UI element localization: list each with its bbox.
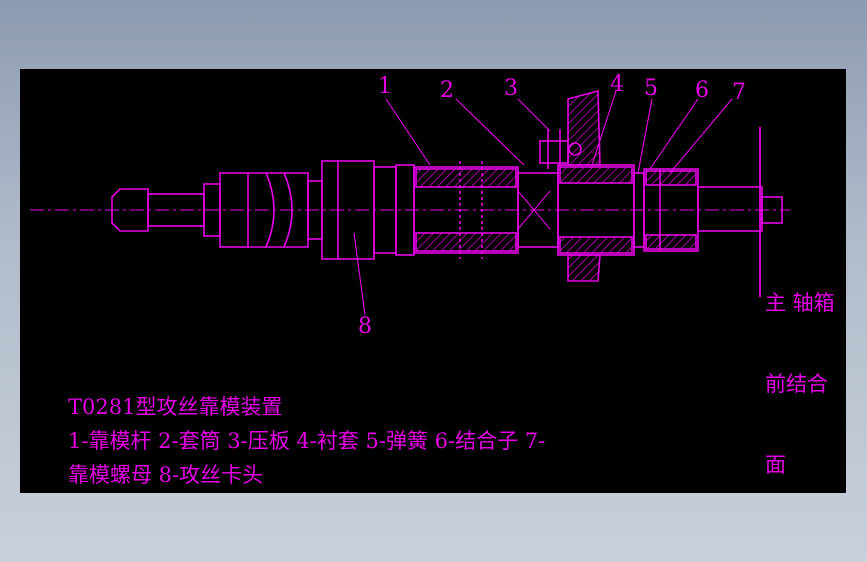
tapping-device-drawing: 1 2 3 4 5 6 7 8 [30, 72, 790, 339]
callout-6: 6 [695, 78, 709, 103]
legend-line-1: 1-靠模杆 2-套筒 3-压板 4-衬套 5-弹簧 6-结合子 7- [68, 429, 546, 453]
drawing-canvas: 1 2 3 4 5 6 7 8 主 轴箱 前结合 面 T0281型攻丝靠模装置 … [20, 69, 846, 493]
spindle-box-label-line1: 主 轴箱 [765, 291, 835, 315]
spindle-box-label: 主 轴箱 前结合 面 [765, 236, 835, 533]
clamp-plate [539, 89, 601, 282]
legend-line-2: 靠模螺母 8-攻丝卡头 [68, 463, 264, 487]
callout-7: 7 [732, 80, 746, 105]
drawing-title: T0281型攻丝靠模装置 [68, 395, 283, 419]
callout-8: 8 [358, 314, 372, 339]
callout-1: 1 [378, 74, 392, 99]
sleeve-body [373, 161, 635, 259]
callout-2: 2 [440, 78, 454, 103]
rear-assembly [633, 168, 783, 252]
tapping-chuck [111, 160, 375, 260]
callout-4: 4 [610, 72, 624, 97]
leader-lines [353, 90, 733, 316]
callout-3: 3 [504, 76, 518, 101]
spindle-box-label-line2: 前结合 [765, 372, 828, 396]
callout-5: 5 [644, 76, 658, 101]
spindle-box-label-line3: 面 [765, 453, 786, 477]
